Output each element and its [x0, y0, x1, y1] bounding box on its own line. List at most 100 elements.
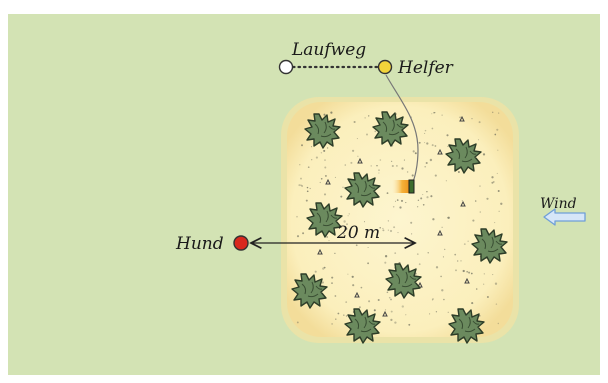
gravel-speck [324, 267, 326, 269]
gravel-speck [458, 171, 460, 173]
gravel-speck [405, 314, 406, 315]
walking-path-start-marker [280, 61, 293, 74]
gravel-speck [296, 216, 298, 218]
gravel-speck [425, 130, 427, 132]
gravel-speck [432, 299, 433, 300]
gravel-speck [391, 311, 393, 313]
gravel-speck [500, 203, 502, 205]
gravel-speck [347, 274, 348, 275]
gravel-speck [323, 114, 325, 116]
gravel-speck [393, 206, 395, 208]
gravel-speck [448, 217, 450, 219]
gravel-speck [476, 288, 478, 290]
gravel-speck [492, 112, 493, 113]
gravel-speck [324, 167, 326, 169]
gravel-speck [441, 289, 443, 291]
gravel-speck [328, 240, 329, 241]
gravel-speck [433, 112, 435, 114]
gravel-speck [331, 277, 333, 279]
gravel-speck [368, 115, 369, 116]
gravel-speck [342, 187, 343, 188]
gravel-speck [322, 281, 324, 283]
gravel-speck [376, 165, 377, 166]
gravel-speck [395, 201, 396, 202]
gravel-speck [496, 129, 498, 131]
gravel-speck [390, 230, 392, 232]
gravel-speck [315, 271, 317, 273]
gravel-speck [435, 145, 437, 147]
gravel-speck [385, 255, 387, 257]
gravel-speck [468, 272, 470, 274]
gravel-speck [426, 196, 428, 198]
gravel-speck [374, 131, 376, 133]
gravel-speck [389, 297, 391, 299]
gravel-speck [480, 211, 482, 213]
gravel-speck [432, 218, 434, 220]
gravel-speck [378, 169, 380, 171]
gravel-speck [411, 233, 412, 234]
gravel-speck [468, 241, 469, 242]
gravel-speck [335, 177, 336, 178]
gravel-speck [357, 138, 358, 139]
gravel-speck [300, 185, 301, 186]
gravel-speck [443, 256, 444, 257]
helfer-marker [379, 61, 392, 74]
gravel-speck [454, 254, 456, 256]
gravel-speck [495, 283, 497, 285]
gravel-speck [492, 274, 493, 275]
gravel-speck [323, 150, 325, 152]
gravel-speck [455, 269, 457, 271]
gravel-speck [431, 113, 432, 114]
gravel-speck [426, 162, 428, 164]
gravel-speck [457, 260, 458, 261]
gravel-speck [436, 311, 437, 312]
gravel-speck [464, 243, 466, 245]
gravel-speck [498, 190, 500, 192]
gravel-speck [297, 321, 299, 323]
gravel-speck [417, 253, 419, 255]
gravel-speck [466, 271, 468, 273]
gravel-speck [446, 180, 447, 181]
gravel-speck [446, 134, 448, 136]
gravel-speck [390, 299, 392, 301]
gravel-speck [471, 273, 473, 275]
gravel-speck [418, 200, 419, 201]
gravel-speck [367, 262, 369, 264]
gravel-speck [316, 157, 318, 159]
gravel-speck [498, 113, 499, 114]
gravel-speck [444, 249, 445, 250]
gravel-speck [350, 162, 352, 164]
gravel-speck [462, 200, 463, 201]
gravel-speck [321, 178, 323, 180]
gravel-speck [345, 164, 347, 166]
gravel-speck [428, 252, 429, 253]
gravel-speck [426, 142, 428, 144]
gravel-speck [497, 173, 498, 174]
gravel-speck [352, 276, 354, 278]
gravel-speck [419, 263, 421, 265]
gravel-speck [300, 178, 302, 180]
gravel-speck [475, 200, 477, 202]
gravel-speck [415, 152, 417, 154]
laufweg-label: Laufweg [291, 40, 366, 60]
gravel-speck [440, 276, 442, 278]
gravel-speck [424, 166, 426, 168]
gravel-speck [460, 260, 461, 261]
gravel-speck [390, 319, 392, 321]
gravel-speck [334, 253, 335, 254]
hiding-place-icon [392, 180, 414, 193]
gravel-speck [371, 165, 372, 166]
gravel-speck [365, 117, 366, 118]
gravel-speck [354, 121, 356, 123]
gravel-speck [357, 156, 358, 157]
gravel-speck [408, 324, 410, 326]
gravel-speck [478, 139, 479, 140]
gravel-speck [410, 222, 412, 224]
gravel-speck [448, 312, 449, 313]
helfer-label: Helfer [397, 58, 454, 78]
gravel-speck [405, 202, 406, 203]
gravel-speck [426, 191, 427, 192]
gravel-speck [298, 184, 300, 186]
gravel-speck [335, 318, 336, 319]
gravel-speck [299, 164, 300, 165]
